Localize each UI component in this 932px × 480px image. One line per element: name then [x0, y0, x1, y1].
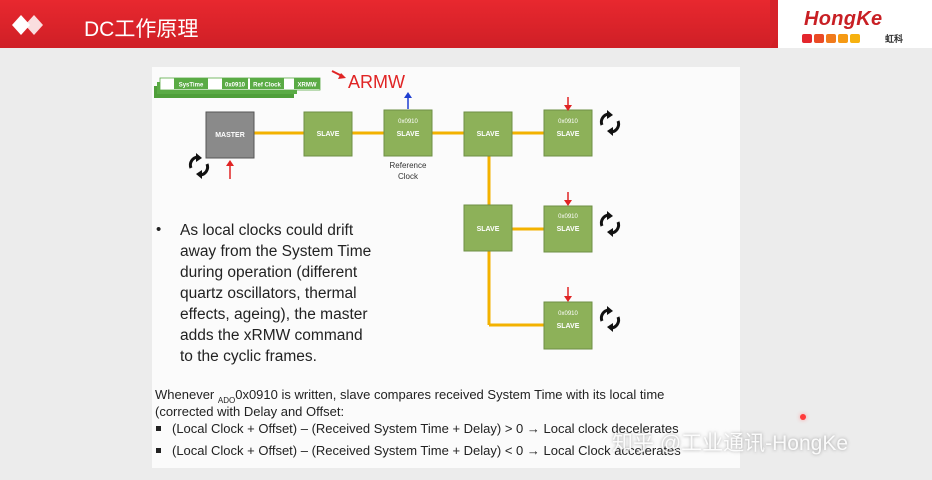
bullet-line: away from the System Time: [180, 243, 371, 260]
sync-arrows-icon: [599, 110, 621, 136]
slave-label: SLAVE: [557, 226, 580, 233]
frame-label-ref-clock: Ref Clock: [253, 83, 281, 89]
bullet-line: As local clocks could drift: [180, 222, 354, 239]
slave-label: SLAVE: [317, 131, 340, 138]
cursor-indicator: [800, 414, 806, 420]
brand-logo-text: HongKe: [804, 8, 883, 30]
sync-arrows-icon: [599, 306, 621, 332]
whenever-line: Whenever ADO0x0910 is written, slave com…: [155, 387, 664, 405]
slave-label: SLAVE: [557, 131, 580, 138]
master-label: MASTER: [215, 132, 245, 139]
slave-node: 0x0910 SLAVE: [543, 205, 593, 253]
slave-node: SLAVE: [463, 204, 513, 252]
sync-arrows-icon: [188, 153, 210, 179]
armw-arrow-icon: [331, 70, 346, 79]
whenever-line-2: (corrected with Delay and Offset:: [155, 404, 344, 419]
slave-node: 0x0910 SLAVE: [543, 301, 593, 350]
frame-label-systime: SysTime: [179, 83, 204, 89]
register-label: 0x0910: [558, 214, 578, 220]
arrow-down-icon: [564, 287, 572, 302]
sync-arrows-icon: [599, 211, 621, 237]
page-title: DC工作原理: [84, 18, 199, 41]
title-bar-background: [0, 0, 790, 48]
slave-label: SLAVE: [397, 131, 420, 138]
bullet-line: to the cyclic frames.: [180, 348, 317, 365]
slave-node: SLAVE: [463, 111, 513, 157]
condition-decelerates: (Local Clock + Offset) – (Received Syste…: [172, 421, 679, 436]
slide-content: SysTime 0x0910 Ref Clock XRMW ARMW MASTE…: [152, 67, 740, 468]
slave-node-reference: 0x0910 SLAVE: [383, 109, 433, 157]
master-node: [205, 111, 255, 159]
bullet-line: quartz oscillators, thermal: [180, 285, 357, 302]
slave-node: SLAVE: [303, 111, 353, 157]
bullet-line: during operation (different: [180, 264, 358, 281]
arrow-down-icon: [564, 97, 572, 111]
arrow-down-icon: [564, 192, 572, 206]
frame-label-xrmw: XRMW: [298, 83, 317, 89]
slave-label: SLAVE: [477, 226, 500, 233]
slave-label: SLAVE: [557, 323, 580, 330]
slave-node: 0x0910 SLAVE: [543, 109, 593, 157]
slave-label: SLAVE: [477, 131, 500, 138]
bullet-marker: •: [156, 221, 161, 238]
bullet-paragraph: As local clocks could drift away from th…: [180, 222, 371, 365]
reference-clock-label: Clock: [398, 172, 419, 181]
bullet-line: effects, ageing), the master: [180, 306, 368, 323]
register-label: 0x0910: [558, 119, 578, 125]
watermark: 知乎 @工业通讯-HongKe: [612, 432, 849, 455]
register-label: 0x0910: [398, 119, 418, 125]
brand-logo-subtext: 虹科: [885, 34, 904, 44]
diamond-logo-icon: [12, 15, 43, 35]
arrow-up-icon: [226, 160, 234, 179]
dc-diagram: SysTime 0x0910 Ref Clock XRMW ARMW MASTE…: [154, 70, 681, 458]
condition-accelerates: (Local Clock + Offset) – (Received Syste…: [172, 443, 681, 458]
frame-label-0x0910: 0x0910: [225, 83, 246, 89]
title-bar: DC工作原理 HongKe 虹科: [0, 0, 932, 48]
condition-bullet: [156, 448, 161, 453]
register-label: 0x0910: [558, 311, 578, 317]
arrow-up-blue-icon: [404, 92, 412, 109]
frame-stack: SysTime 0x0910 Ref Clock XRMW: [154, 77, 321, 98]
armw-label: ARMW: [348, 72, 405, 92]
bullet-line: adds the xRMW command: [180, 327, 363, 344]
condition-bullet: [156, 426, 161, 431]
brand-logo-dots: [802, 34, 860, 43]
reference-clock-label: Reference: [390, 161, 427, 170]
